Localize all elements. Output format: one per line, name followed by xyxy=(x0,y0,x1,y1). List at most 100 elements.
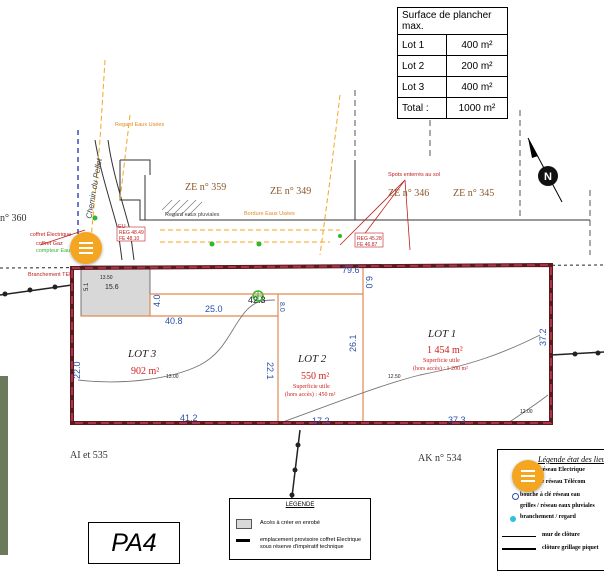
dim-22-0: 22.0 xyxy=(72,361,82,379)
hatched-area xyxy=(161,199,203,217)
legend-row-coffret: emplacement provisoire coffret Electriqu… xyxy=(260,537,362,543)
north-parcels xyxy=(119,159,590,221)
menu-icon xyxy=(521,470,535,472)
road-label: Chemin du Pellet xyxy=(84,157,104,219)
regard-eaux-pluviales: Regard eaux pluviales xyxy=(165,212,220,218)
reg1-line2: FE 48.10 xyxy=(119,236,140,242)
legend-right-row5: branchement / regard xyxy=(520,514,576,520)
row-value: 1000 m² xyxy=(445,97,509,119)
regard-eaux-usees: Regard Eaux Usées xyxy=(115,122,164,128)
table-row: Total :1000 m² xyxy=(397,97,509,119)
dim-17-2: 17.2 xyxy=(312,416,330,426)
compteur-eau-label: compteur Eau xyxy=(36,248,70,254)
dim-26-1: 26.1 xyxy=(348,334,358,352)
lot1-surface-value: (hors accès) : 1 200 m² xyxy=(413,365,468,372)
network-markers xyxy=(92,215,342,302)
spot-leaders xyxy=(39,179,411,251)
dim-6-0: 6.0 xyxy=(364,276,374,289)
dim-5-1: 5.1 xyxy=(84,282,90,291)
water-valve-icon xyxy=(512,493,519,500)
row-value: 200 m² xyxy=(445,55,509,77)
legend-right-title: Légende état des lieux xyxy=(538,455,604,464)
lot1-surface-label: Superficie utile xyxy=(423,357,460,364)
legend-row-reserve: sous réserve d'impératif technique xyxy=(260,544,344,550)
lot2-area: 550 m² xyxy=(301,371,329,382)
menu-icon-bar xyxy=(79,247,93,249)
menu-icon-bar xyxy=(521,475,535,477)
dim-37-3: 37.3 xyxy=(448,415,466,425)
lot2-surface-label: Superficie utile xyxy=(293,383,330,390)
parcel-labels: ZE n° 359 ZE n° 349 ZE n° 346 ZE n° 345 … xyxy=(0,182,494,464)
parcel-ak534: AK n° 534 xyxy=(418,453,461,464)
menu-button-bottom[interactable] xyxy=(512,460,544,492)
legend-right-row1: Coffret réseau Electrique xyxy=(520,467,585,473)
legend-row-access: Accès à créer en enrobé xyxy=(260,520,320,526)
reg1-line1: REG 48.49 xyxy=(119,230,144,236)
legend-swatch-grey xyxy=(236,519,252,529)
map-strip xyxy=(0,376,8,555)
dim-41-2: 41.2 xyxy=(180,413,198,423)
parcel-ze359: ZE n° 359 xyxy=(185,182,226,193)
parcel-ak535: AI et 535 xyxy=(70,450,108,461)
access-area xyxy=(80,265,151,317)
lot3-name: LOT 3 xyxy=(127,348,157,360)
utility-lines xyxy=(89,59,341,256)
lot2-surface-value: (hors accès) : 450 m² xyxy=(285,391,336,398)
contour-labels: 13.00 12.50 12.00 xyxy=(166,374,533,415)
site-plan: N ZE n° 359 ZE n° 349 ZE n° 346 ZE n° 34… xyxy=(0,59,604,555)
parcel-ze346: ZE n° 346 xyxy=(388,188,429,199)
legend-swatch-line xyxy=(236,539,250,542)
lot1-area: 1 454 m² xyxy=(427,345,463,356)
branchement-label: Branchement TEL xyxy=(28,272,72,278)
regard-icon xyxy=(510,516,516,522)
parcel-n360: n° 360 xyxy=(0,213,27,224)
parcel-ze349: ZE n° 349 xyxy=(270,186,311,197)
menu-icon-bar xyxy=(521,480,535,482)
menu-button-top[interactable] xyxy=(70,232,102,264)
reg2-line1: REG 45.28 xyxy=(357,236,382,242)
pa4-stamp: PA4 xyxy=(88,522,180,564)
coffret-gaz-label: coffret Gaz xyxy=(36,241,63,247)
dim-4-0: 4.0 xyxy=(152,294,162,307)
lot2-name: LOT 2 xyxy=(297,353,327,365)
wall-line-icon xyxy=(502,536,536,537)
legend-right-row6: mur de clôture xyxy=(542,532,580,538)
row-label: Lot 2 xyxy=(397,55,447,77)
lot3-area: 902 m² xyxy=(131,366,159,377)
legend-box: LEGENDE Accès à créer en enrobé emplacem… xyxy=(229,498,371,560)
reg-boxes xyxy=(116,226,384,248)
dim-15-6: 15.6 xyxy=(105,284,119,291)
contour-13-00: 13.00 xyxy=(166,374,179,380)
lot-labels: LOT 1 1 454 m² Superficie utile (hors ac… xyxy=(127,328,468,398)
legend-right-row2: Chambre réseau Télécom xyxy=(520,479,586,485)
legend-right-row4: grilles / réseau eaux pluviales xyxy=(520,503,595,509)
dimensions: 79.6 6.0 42.3 25.0 40.8 4.0 8.0 15.6 13.… xyxy=(72,265,548,426)
spots-enterres-label: Spots enterrés au sol xyxy=(388,172,440,178)
row-value: 400 m² xyxy=(445,76,509,98)
row-value: 400 m² xyxy=(445,34,509,56)
menu-icon xyxy=(79,242,93,244)
dim-37-2: 37.2 xyxy=(538,328,548,346)
reg2-line2: FE 46.87 xyxy=(357,242,378,248)
north-arrow-icon: N xyxy=(527,137,563,203)
parcel-ze345: ZE n° 345 xyxy=(453,188,494,199)
row-label: Total : xyxy=(397,97,447,119)
contour-12-00: 12.00 xyxy=(520,409,533,415)
dim-40-8: 40.8 xyxy=(165,316,183,326)
bordure-eaux-usees: Bordure Eaux Usées xyxy=(244,211,295,217)
legend-right-row7: clôture grillage piquet xyxy=(542,545,599,551)
menu-icon-bar xyxy=(79,252,93,254)
property-boundary xyxy=(70,262,553,425)
coffret-electrique-label: coffret Électrique xyxy=(30,231,71,238)
row-label: Lot 1 xyxy=(397,34,447,56)
dim-42-3: 42.3 xyxy=(248,295,266,305)
contour-12-50: 12.50 xyxy=(388,374,401,380)
svg-text:N: N xyxy=(544,171,552,183)
dim-25-0: 25.0 xyxy=(205,304,223,314)
fence-line-icon xyxy=(502,548,536,550)
lot1-name: LOT 1 xyxy=(427,328,456,340)
